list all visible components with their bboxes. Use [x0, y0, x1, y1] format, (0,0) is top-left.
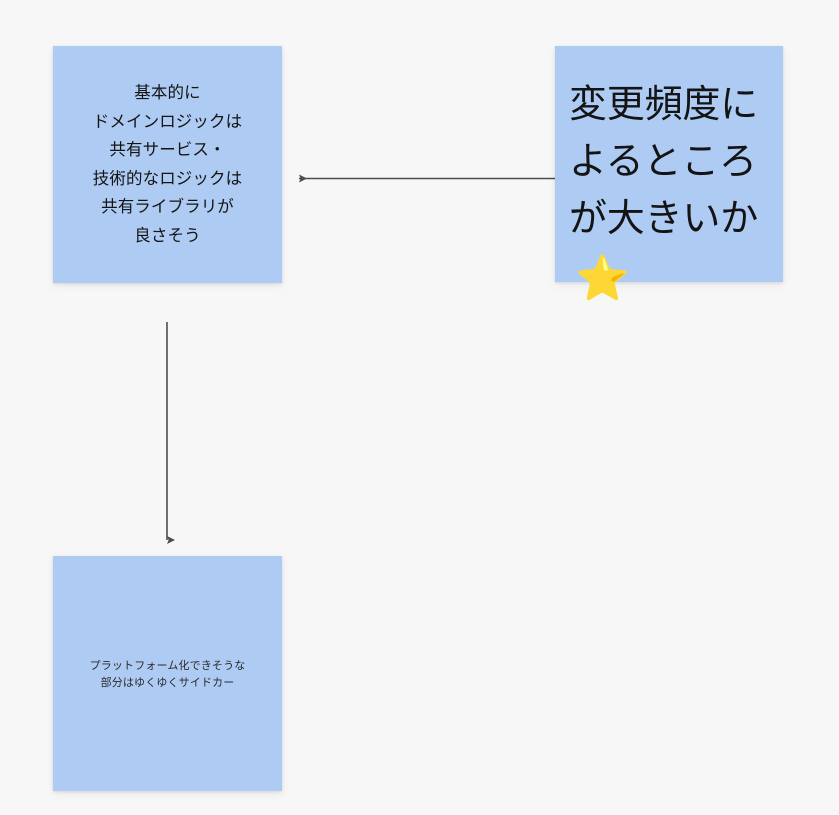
sticky-note-domain-logic-text: 基本的に ドメインロジックは 共有サービス・ 技術的なロジックは 共有ライブラリ…	[92, 83, 243, 245]
sticky-note-change-frequency-text: 変更頻度に よるところ が大きいか	[569, 82, 759, 240]
connector-domain-logic-to-platform-sidecar[interactable]	[154, 316, 180, 554]
sticky-note-change-frequency[interactable]: 変更頻度に よるところ が大きいか ⭐	[555, 46, 783, 301]
sticky-note-domain-logic[interactable]: 基本的に ドメインロジックは 共有サービス・ 技術的なロジックは 共有ライブラリ…	[53, 46, 282, 283]
star-icon: ⭐	[575, 253, 630, 304]
sticky-note-platform-sidecar-text: プラットフォーム化できそうな 部分はゆくゆくサイドカー	[89, 658, 246, 689]
connector-change-frequency-to-domain-logic[interactable]	[286, 166, 558, 192]
sticky-note-platform-sidecar[interactable]: プラットフォーム化できそうな 部分はゆくゆくサイドカー	[53, 556, 282, 791]
